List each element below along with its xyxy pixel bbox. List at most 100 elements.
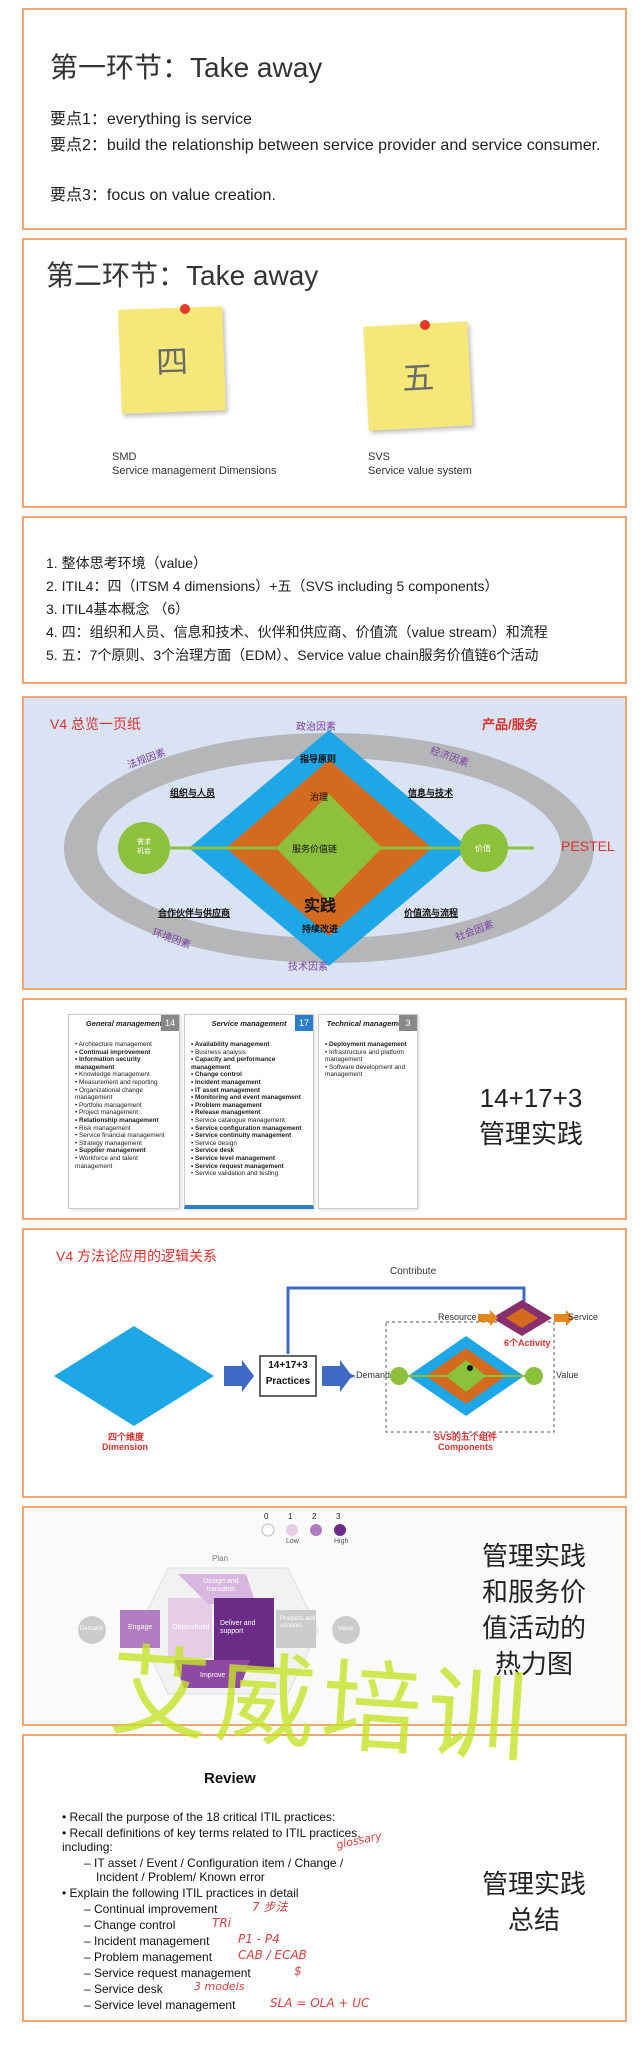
handwritten-note: $ xyxy=(294,1964,302,1978)
bullet-text: Recall the purpose of the 18 critical IT… xyxy=(69,1810,336,1824)
practice-item: Service validation and testing xyxy=(191,1170,307,1178)
review-sub: – IT asset / Event / Configuration item … xyxy=(84,1856,344,1870)
governance: 治理 xyxy=(310,792,329,802)
practices-count-label: 14+17+3 xyxy=(479,1083,583,1113)
legend-num-3: 3 xyxy=(336,1512,341,1521)
practice-item: Infrastructure and platform management xyxy=(325,1049,411,1064)
guiding-principles: 指导原则 xyxy=(300,754,337,764)
count-badge: 3 xyxy=(399,1015,417,1031)
practice-item: Knowledge management xyxy=(75,1071,173,1079)
svs-components-en: Components xyxy=(438,1442,493,1452)
dimension-en: Dimension xyxy=(102,1442,149,1452)
heatmap-label-4: 热力图 xyxy=(494,1649,573,1679)
demand-opportunity: 需求 机会 xyxy=(137,839,151,855)
bullet-text: Recall definitions of key terms related … xyxy=(62,1826,361,1854)
heatmap-diagram xyxy=(78,1523,360,1695)
products-services: Products and services xyxy=(280,1616,316,1629)
contribute-label: Contribute xyxy=(390,1266,437,1277)
point-3: 要点3：focus on value creation. xyxy=(50,187,276,204)
review-sub: – Problem management xyxy=(84,1950,213,1964)
practice-item: Service catalogue management xyxy=(191,1117,307,1125)
column-title: Technical management xyxy=(326,1019,410,1028)
practice-item: Problem management xyxy=(191,1102,307,1110)
practice-item: Service level management xyxy=(191,1155,307,1163)
point-1: 要点1：everything is service xyxy=(50,111,252,128)
count-badge: 17 xyxy=(295,1015,313,1031)
practices-label: 实践 xyxy=(304,898,337,915)
slide-v4-overview: V4 总览一页纸 产品/服务 PESTEL 政治因素 经济因素 法规因素 社会因… xyxy=(22,696,627,990)
list-item: 5. 五：7个原则、3个治理方面（EDM）、Service value chai… xyxy=(46,647,539,663)
practice-item: Supplier management xyxy=(75,1147,173,1155)
practice-item: Strategy management xyxy=(75,1140,173,1148)
practice-item: Software development and management xyxy=(325,1064,411,1079)
sticky-note-five: 五 xyxy=(363,321,473,431)
practice-item: Portfolio management xyxy=(75,1102,173,1110)
practice-item: Measurement and reporting xyxy=(75,1079,173,1087)
design-transition: Design and transition xyxy=(203,1578,239,1593)
review-label-1: 管理实践 xyxy=(481,1869,586,1899)
practice-item: Business analysis xyxy=(191,1049,307,1057)
heatmap-label-1: 管理实践 xyxy=(481,1541,586,1571)
column-title: General management xyxy=(85,1019,163,1028)
practices-count: 14+17+3 xyxy=(268,1360,308,1371)
slide-summary-list: 1. 整体思考环境（value） 2. ITIL4：四（ITSM 4 dimen… xyxy=(22,516,627,684)
practice-item: Risk management xyxy=(75,1125,173,1133)
technology-factor: 技术因素 xyxy=(288,962,328,973)
obtain-build: Obtain/build xyxy=(172,1624,210,1631)
practices-label: 管理实践 xyxy=(478,1119,583,1149)
overview-diagram xyxy=(64,730,594,966)
handwritten-note: CAB / ECAB xyxy=(238,1948,307,1962)
slide-title: 第二环节：Take away xyxy=(46,260,319,291)
practice-item: Service request management xyxy=(191,1163,307,1171)
practice-item: Release management xyxy=(191,1109,307,1117)
review-label-2: 总结 xyxy=(507,1905,560,1935)
slide-title: V4 总览一页纸 xyxy=(50,716,142,732)
service-list: Availability managementBusiness analysis… xyxy=(191,1041,307,1178)
handwritten-note: 7 步法 xyxy=(252,1900,288,1914)
practice-item: Service configuration management xyxy=(191,1125,307,1133)
practice-item: Workforce and talent management xyxy=(75,1155,173,1170)
column-title: Service management xyxy=(211,1019,287,1028)
activity-label: 6个Activity xyxy=(504,1338,551,1348)
demand-label: Demand xyxy=(80,1626,103,1632)
list-item: 1. 整体思考环境（value） xyxy=(46,555,208,571)
practice-item: Service desk xyxy=(191,1147,307,1155)
demand-label: Demand xyxy=(356,1370,391,1380)
handwritten-note: SLA = OLA + UC xyxy=(270,1996,370,2010)
practice-item: Project management xyxy=(75,1109,173,1117)
handwritten-note: P1 - P4 xyxy=(238,1932,280,1946)
review-bullet-2: • Recall definitions of key terms relate… xyxy=(62,1826,361,1854)
value-label: 价值 xyxy=(475,844,491,853)
political-factor: 政治因素 xyxy=(296,722,336,733)
review-sub: – Service level management xyxy=(84,1998,236,2012)
deliver-support: Deliver and support xyxy=(220,1620,256,1635)
slide-takeaway-1: 第一环节：Take away 要点1：everything is service… xyxy=(22,8,627,230)
slide-heatmap: 0 1 2 3 Low High Plan Design and transit… xyxy=(22,1506,627,1726)
practice-item: Change control xyxy=(191,1071,307,1079)
svs-components-cn: SVS的五个组件 xyxy=(434,1432,498,1442)
improve-label: Improve xyxy=(200,1672,226,1679)
practice-item: Service design xyxy=(191,1140,307,1148)
list-item: 2. ITIL4：四（ITSM 4 dimensions）+五（SVS incl… xyxy=(46,578,499,594)
practice-item: Service continuity management xyxy=(191,1132,307,1140)
practices-label: Practices xyxy=(265,1376,311,1387)
heatmap-label-3: 值活动的 xyxy=(481,1613,586,1643)
service-management-column: 17 Service management Availability manag… xyxy=(184,1014,314,1209)
review-sub: Incident / Problem/ Known error xyxy=(96,1870,265,1884)
review-sub: – Change control xyxy=(84,1918,176,1932)
technical-list: Deployment managementInfrastructure and … xyxy=(325,1041,411,1079)
practice-item: Incident management xyxy=(191,1079,307,1087)
practice-item: Capacity and performance management xyxy=(191,1056,307,1071)
value-label: Value xyxy=(338,1626,353,1632)
partners-suppliers: 合作伙伴与供应商 xyxy=(158,908,231,918)
slide-title: V4 方法论应用的逻辑关系 xyxy=(56,1248,218,1264)
practice-item: Relationship management xyxy=(75,1117,173,1125)
count-badge: 14 xyxy=(161,1015,179,1031)
value-label: Value xyxy=(556,1370,579,1380)
pestel-label: PESTEL xyxy=(561,838,615,854)
pin-icon xyxy=(420,320,430,330)
slide-methodology-logic: V4 方法论应用的逻辑关系 Contribute Resource Servic… xyxy=(22,1228,627,1498)
practice-item: Monitoring and event management xyxy=(191,1094,307,1102)
list-item: 4. 四：组织和人员、信息和技术、伙伴和供应商、价值流（value stream… xyxy=(46,624,548,640)
continual-improvement: 持续改进 xyxy=(302,924,339,934)
